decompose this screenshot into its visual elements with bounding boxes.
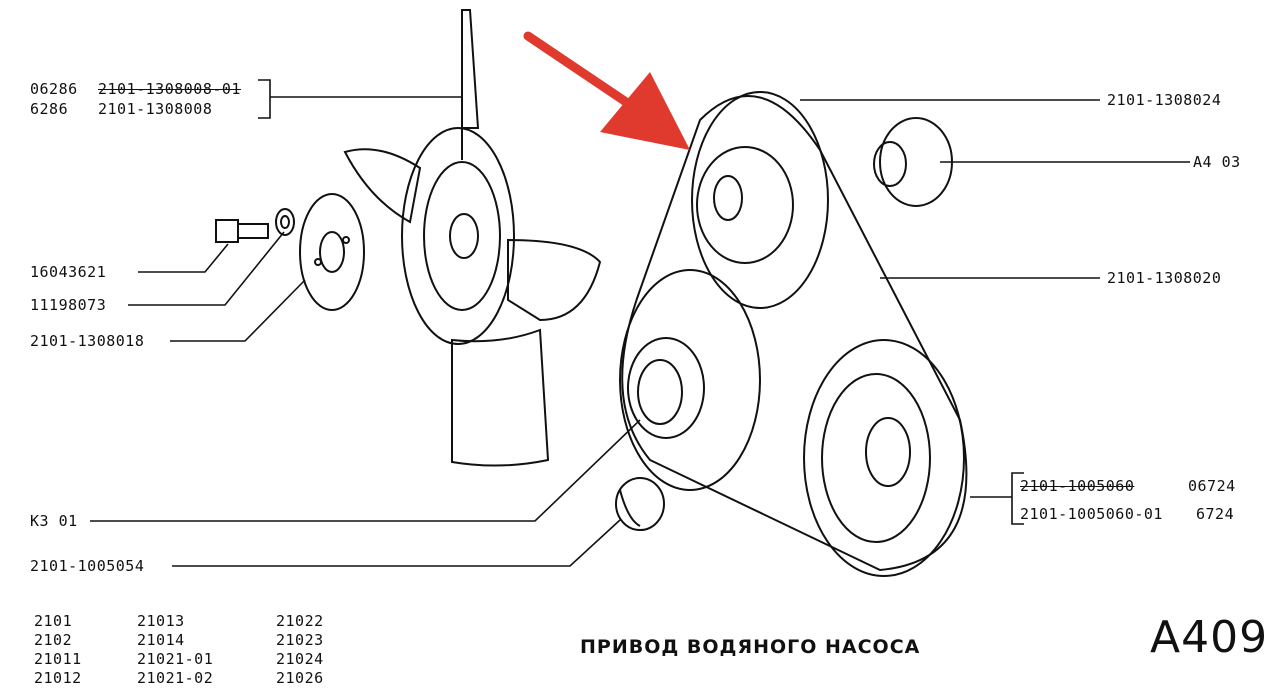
fan-part-2: 2101-1308008: [98, 100, 213, 118]
spacer: [299, 193, 365, 311]
washer-part: 11198073: [30, 296, 107, 314]
crank-pulley-code-b: 6724: [1196, 505, 1235, 523]
page-title: ПРИВОД ВОДЯНОГО НАСОСА: [580, 636, 921, 658]
pointer-arrow: [523, 31, 690, 150]
crank-pulley-part-a: 2101-1005060: [1020, 477, 1135, 495]
belt-part: 2101-1308020: [1107, 269, 1222, 287]
washer: [275, 208, 295, 236]
model-item: 21026: [276, 669, 324, 687]
hub-part: А4 03: [1193, 153, 1241, 171]
generator-pulley: [619, 269, 761, 491]
model-item: 21024: [276, 650, 324, 668]
fan-code-2: 6286: [30, 100, 69, 118]
bolt-part: 16043621: [30, 263, 107, 281]
model-item: 2101: [34, 612, 73, 630]
generator-pulley-part: КЗ 01: [30, 512, 78, 530]
model-item: 21021-01: [137, 650, 214, 668]
model-item: 21023: [276, 631, 324, 649]
model-item: 21014: [137, 631, 185, 649]
drive-belt: [621, 95, 968, 572]
model-item: 21011: [34, 650, 82, 668]
pulley-top-part: 2101-1308024: [1107, 91, 1222, 109]
page-code: А409: [1150, 612, 1269, 663]
pump-pulley: [691, 91, 829, 309]
bushing-part: 2101-1005054: [30, 557, 145, 575]
bolt: [215, 219, 269, 243]
model-item: 21021-02: [137, 669, 214, 687]
model-item: 21013: [137, 612, 185, 630]
model-item: 21012: [34, 669, 82, 687]
model-item: 2102: [34, 631, 73, 649]
crank-pulley: [803, 339, 965, 577]
model-item: 21022: [276, 612, 324, 630]
spacer-part: 2101-1308018: [30, 332, 145, 350]
bushing: [615, 477, 665, 531]
fan-part-1: 2101-1308008-01: [98, 80, 241, 98]
crank-pulley-part-b: 2101-1005060-01: [1020, 505, 1163, 523]
crank-pulley-code-a: 06724: [1188, 477, 1236, 495]
fan: [343, 9, 602, 467]
fan-code-1: 06286: [30, 80, 78, 98]
